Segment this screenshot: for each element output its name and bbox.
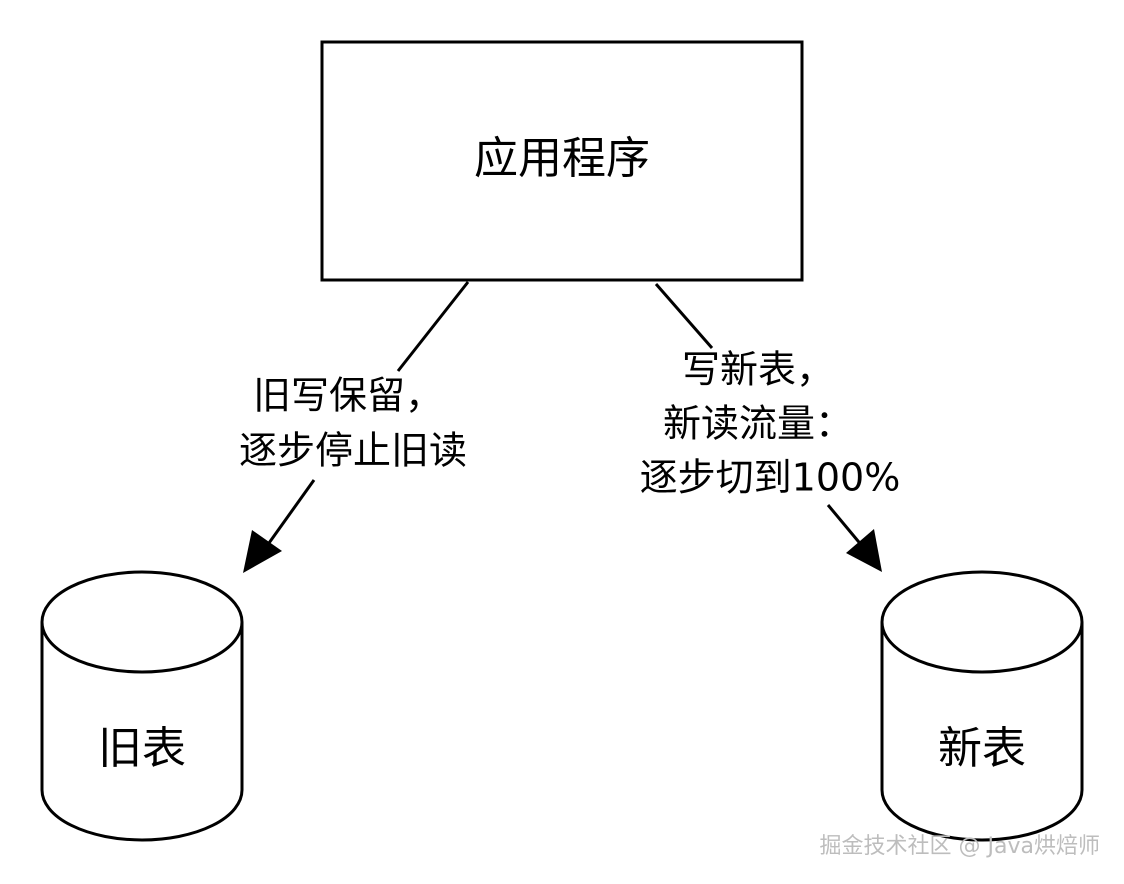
edge-line-top-left — [396, 281, 470, 372]
old-table-node[interactable]: 旧表 — [40, 570, 244, 842]
old-table-cylinder-top — [40, 570, 244, 674]
edge-line-bottom-right — [826, 504, 865, 548]
arrowhead-right-icon — [846, 529, 882, 572]
edge-to-new-table: 写新表， 新读流量： 逐步切到100% — [640, 283, 901, 572]
edge-label-old-line-1: 旧写保留， — [253, 374, 443, 418]
app-box — [320, 40, 804, 282]
arrowhead-left-icon — [243, 530, 282, 573]
new-table-cylinder-top — [880, 570, 1084, 674]
app-node[interactable]: 应用程序 — [320, 40, 804, 282]
watermark-text: 掘金技术社区 @ Java烘焙师 — [820, 834, 1100, 859]
old-table-cylinder-icon — [40, 622, 244, 842]
edge-label-old-line-2: 逐步停止旧读 — [239, 429, 467, 473]
edge-label-new-line-1: 写新表， — [682, 348, 834, 392]
app-label: 应用程序 — [474, 133, 650, 184]
edge-line-top-right — [654, 283, 714, 349]
new-table-node[interactable]: 新表 — [880, 570, 1084, 842]
edge-line-bottom-left — [262, 479, 316, 551]
edge-label-new-line-2: 新读流量： — [663, 402, 853, 446]
old-table-label: 旧表 — [98, 723, 186, 774]
new-table-cylinder-icon — [880, 622, 1084, 842]
edge-label-new-line-3: 逐步切到100% — [640, 456, 901, 500]
edge-to-old-table: 旧写保留， 逐步停止旧读 — [239, 281, 470, 573]
new-table-label: 新表 — [938, 723, 1026, 774]
